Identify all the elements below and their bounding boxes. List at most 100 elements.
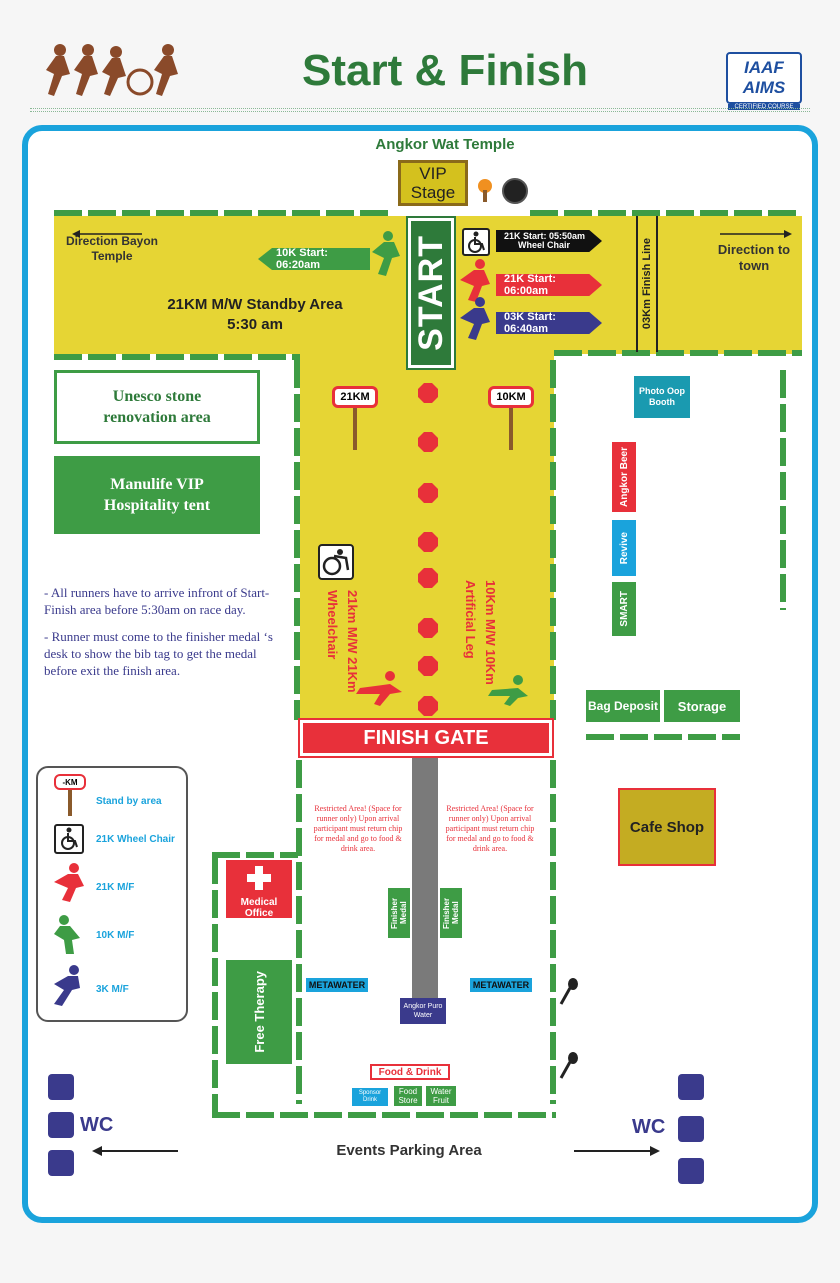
metawater-right: METAWATER xyxy=(470,978,532,992)
legend-21k: 21K M/F xyxy=(96,882,135,893)
legend-3k-runner-icon xyxy=(48,964,84,1008)
wc-label-right: WC xyxy=(632,1116,666,1138)
cone-marker xyxy=(418,432,438,452)
note-arrival: - All runners have to arrive infront of … xyxy=(44,585,270,617)
vip-stage: VIP Stage xyxy=(398,160,468,206)
page-title: Start & Finish xyxy=(301,46,589,95)
photo-booth: Photo Oop Booth xyxy=(634,376,690,418)
finish-line-3km: 03Km Finish Line xyxy=(636,216,658,352)
cafe-shop: Cafe Shop xyxy=(618,788,716,866)
top-fence-right xyxy=(530,210,802,216)
standby-time: 5:30 am xyxy=(227,316,283,333)
microphone-icon xyxy=(558,978,580,1006)
top-fence-left xyxy=(54,210,394,216)
fence-chute-right xyxy=(550,360,556,720)
medical-office: Medical Office xyxy=(226,860,292,919)
start-banner: START xyxy=(406,216,456,370)
microphone-icon xyxy=(558,1052,580,1080)
legend-standby: Stand by area xyxy=(96,796,162,807)
legend-wheelchair-icon xyxy=(54,824,84,854)
storage: Storage xyxy=(664,690,740,722)
note-medal: - Runner must come to the finisher medal… xyxy=(44,629,273,678)
top-label: Angkor Wat Temple xyxy=(375,136,515,153)
angkor-beer: Angkor Beer xyxy=(612,442,636,512)
fence-post-right xyxy=(550,760,556,1104)
finish-gate: FINISH GATE xyxy=(298,718,554,758)
runner-10k-finish-icon xyxy=(484,672,534,708)
free-therapy: Free Therapy xyxy=(226,960,292,1064)
water-fruit: Water Fruit xyxy=(426,1086,456,1106)
runners-logo xyxy=(40,42,190,98)
fence-mid-left xyxy=(54,354,300,360)
standby-label: 21KM M/W Standby Area xyxy=(167,296,343,313)
fence-chute-left xyxy=(294,360,300,720)
fence-bag xyxy=(586,734,740,740)
cone-marker xyxy=(418,696,438,716)
arrow-left-icon xyxy=(72,226,142,238)
toilet-icon xyxy=(48,1112,74,1138)
bag-deposit: Bag Deposit xyxy=(586,690,660,722)
cone-marker xyxy=(418,618,438,638)
parking-label: Events Parking Area xyxy=(336,1142,482,1159)
toilet-icon xyxy=(678,1074,704,1100)
cone-marker xyxy=(418,483,438,503)
iaaf-aims-logo: IAAF AIMS CERTIFIED COURSE xyxy=(726,52,802,110)
smart: SMART xyxy=(612,582,636,636)
legend-sign-icon: -KM xyxy=(54,774,86,790)
direction-town: Direction to town xyxy=(717,242,791,273)
unesco-area: Unesco stone renovation area xyxy=(54,370,260,444)
start-3k: 03K Start: 06:40am xyxy=(496,312,602,334)
cone-marker xyxy=(418,532,438,552)
medical-cross-icon xyxy=(247,866,271,890)
fence-right-edge xyxy=(780,370,786,610)
torch-icon xyxy=(474,178,496,202)
sponsor-drink: Sponsor Drink xyxy=(352,1088,388,1106)
toilet-icon xyxy=(678,1158,704,1184)
header-divider xyxy=(30,108,810,112)
drum-icon xyxy=(502,178,528,204)
restricted-left: Restricted Area! (Space for runner only)… xyxy=(313,804,403,853)
legend-sign-post xyxy=(68,790,72,816)
metawater-left: METAWATER xyxy=(306,978,368,992)
runner-21k-icon xyxy=(456,258,494,304)
lane-10km-label: 10Km M/W 10Km Artificial Leg xyxy=(463,580,498,685)
fence-mid-right xyxy=(554,350,802,356)
restricted-right: Restricted Area! (Space for runner only)… xyxy=(445,804,535,853)
sign-post-10 xyxy=(509,408,513,450)
legend-10k: 10K M/F xyxy=(96,930,135,941)
wheelchair-racer-icon xyxy=(318,544,354,580)
toilet-icon xyxy=(48,1150,74,1176)
runner-21k-finish-icon xyxy=(350,668,410,708)
water-station: Angkor Puro Water xyxy=(400,998,446,1024)
food-store: Food Store xyxy=(394,1086,422,1106)
arrow-right-icon xyxy=(574,1144,660,1156)
legend: -KM Stand by area 21K Wheel Chair 21K M/… xyxy=(36,766,188,1022)
sign-21km: 21KM xyxy=(332,386,378,408)
start-21k: 21K Start: 06:00am xyxy=(496,274,602,296)
wheelchair-icon xyxy=(462,228,490,256)
legend-21k-runner-icon xyxy=(50,862,86,904)
start-10k: 10K Start: 06:20am xyxy=(258,248,370,270)
cone-marker xyxy=(418,568,438,588)
exit-lane xyxy=(412,758,438,1006)
sign-10km: 10KM xyxy=(488,386,534,408)
runner-3k-icon xyxy=(456,296,494,342)
cone-marker xyxy=(418,383,438,403)
fence-post-left xyxy=(296,760,302,1104)
revive: Revive xyxy=(612,520,636,576)
arrow-left-icon xyxy=(92,1144,178,1156)
sign-post-21 xyxy=(353,408,357,450)
finisher-medal-left: Finisher Medal xyxy=(388,888,410,938)
toilet-icon xyxy=(48,1074,74,1100)
runner-10k-icon xyxy=(366,230,406,278)
food-drink-label: Food & Drink xyxy=(370,1064,450,1080)
fence-bottom xyxy=(212,1112,556,1118)
toilet-icon xyxy=(678,1116,704,1142)
finisher-medal-right: Finisher Medal xyxy=(440,888,462,938)
manulife-tent: Manulife VIP Hospitality tent xyxy=(54,456,260,534)
legend-21k-wheelchair: 21K Wheel Chair xyxy=(96,834,175,845)
fence-medical-left xyxy=(212,856,218,1112)
legend-10k-runner-icon xyxy=(50,914,86,956)
arrow-right-icon xyxy=(720,226,792,238)
